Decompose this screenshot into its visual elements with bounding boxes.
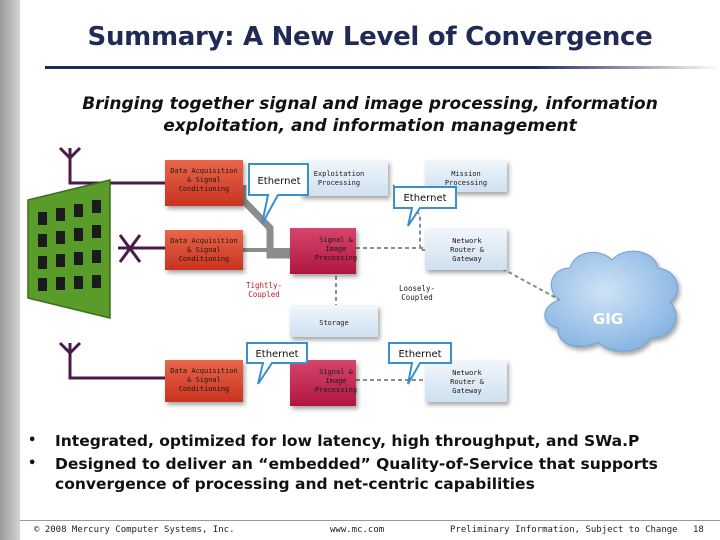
wire-antenna-bottom xyxy=(68,346,165,380)
footer-copyright: © 2008 Mercury Computer Systems, Inc. xyxy=(34,525,235,535)
sip-bottom-block xyxy=(290,360,356,406)
loosely-coupled-link xyxy=(392,184,425,251)
gig-cloud xyxy=(544,250,679,352)
bullet-dot-icon: • xyxy=(28,456,37,471)
ethernet-callout-lower-right xyxy=(388,342,452,385)
daq-mid-block xyxy=(165,230,243,270)
wire-antenna-top xyxy=(68,150,165,185)
page-title: Summary: A New Level of Convergence xyxy=(87,22,653,52)
ethernet-callout-mission-label: Ethernet xyxy=(403,193,446,204)
ethernet-callout-lower-right-label: Ethernet xyxy=(398,349,441,360)
router-bottom-block xyxy=(425,360,507,402)
bullet-item: • Integrated, optimized for low latency, … xyxy=(28,431,708,451)
ethernet-callout-top-label: Ethernet xyxy=(257,176,300,187)
gig-link xyxy=(489,261,561,301)
bullet-item: • Designed to deliver an “embedded” Quali… xyxy=(28,454,708,494)
storage-block xyxy=(290,305,378,337)
title-underline xyxy=(45,66,720,69)
page-number: 18 xyxy=(693,525,704,535)
bullet-text: Designed to deliver an “embedded” Qualit… xyxy=(55,455,658,493)
tightly-coupled-label: Tightly-Coupled xyxy=(246,281,282,299)
daq-top-block xyxy=(165,160,243,206)
sip-mid-block xyxy=(290,228,356,274)
gig-label: GIG xyxy=(593,310,623,328)
bullet-list: • Integrated, optimized for low latency, … xyxy=(28,431,708,497)
loosely-coupled-label: Loosely-Coupled xyxy=(399,284,435,302)
antenna-top-icon xyxy=(58,146,82,161)
phased-array-icon xyxy=(27,179,111,319)
antenna-bottom-icon xyxy=(58,341,82,356)
exploitation-block xyxy=(300,160,388,196)
storage-label: Storage xyxy=(319,319,349,327)
bullet-text: Integrated, optimized for low latency, h… xyxy=(55,432,640,450)
footer-divider xyxy=(20,520,720,521)
left-accent-bar xyxy=(0,0,20,540)
daq-bottom-block xyxy=(165,360,243,402)
footer-url[interactable]: www.mc.com xyxy=(330,525,385,535)
router-mid-block xyxy=(425,228,507,270)
bullet-dot-icon: • xyxy=(28,433,37,448)
ethernet-callout-lower-left xyxy=(246,342,308,385)
ethernet-callout-lower-left-label: Ethernet xyxy=(255,349,298,360)
footer-notice: Preliminary Information, Subject to Chan… xyxy=(450,525,678,535)
ethernet-callout-top xyxy=(248,163,309,225)
page-subtitle: Bringing together signal and image proce… xyxy=(82,94,658,136)
ethernet-callout-mission xyxy=(393,186,457,227)
crossed-antenna-icon xyxy=(118,234,142,263)
